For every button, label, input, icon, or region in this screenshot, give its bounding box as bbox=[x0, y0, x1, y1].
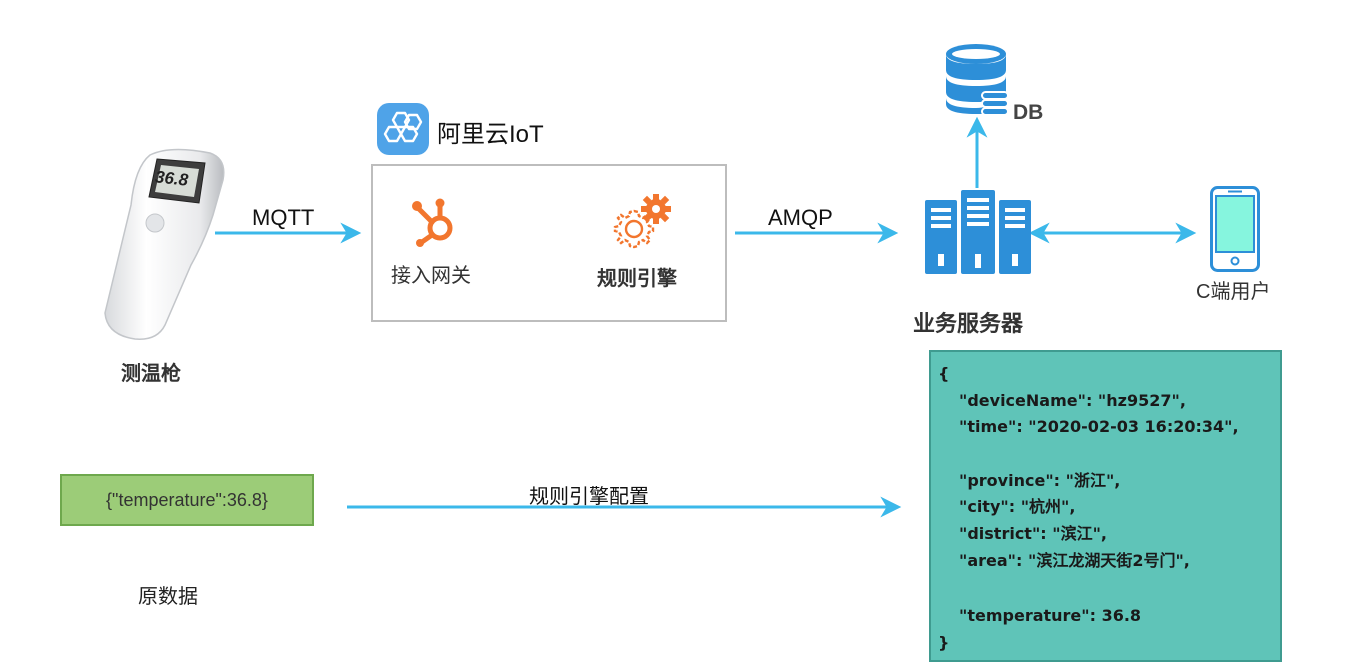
phone-icon bbox=[1210, 186, 1260, 272]
client-label: C端用户 bbox=[1196, 281, 1271, 303]
aliyun-iot-logo bbox=[377, 103, 429, 155]
thermometer-label: 测温枪 bbox=[121, 363, 181, 385]
amqp-label: AMQP bbox=[768, 205, 833, 230]
json-device-name: "deviceName": "hz9527", bbox=[959, 391, 1186, 410]
raw-data-label: 原数据 bbox=[138, 586, 198, 608]
rule-engine-label: 规则引擎 bbox=[597, 268, 677, 290]
json-area: "area": "滨江龙湖天街2号门", bbox=[959, 551, 1190, 570]
json-open-brace: { bbox=[938, 364, 950, 383]
json-city: "city": "杭州", bbox=[959, 497, 1076, 516]
db-label: DB bbox=[1013, 101, 1044, 124]
gears-icon bbox=[613, 194, 671, 249]
json-time: "time": "2020-02-03 16:20:34", bbox=[959, 417, 1239, 436]
thermometer-display: 36.8 bbox=[154, 167, 190, 190]
rule-config-label: 规则引擎配置 bbox=[529, 486, 649, 508]
database-icon bbox=[946, 44, 1009, 116]
aliyun-iot-title: 阿里云IoT bbox=[437, 121, 544, 148]
json-close-brace: } bbox=[938, 633, 950, 652]
json-temperature: "temperature": 36.8 bbox=[959, 606, 1142, 625]
mqtt-label: MQTT bbox=[252, 205, 315, 230]
thermometer-icon bbox=[104, 148, 225, 340]
raw-data-box: {"temperature":36.8} bbox=[60, 474, 314, 526]
server-label: 业务服务器 bbox=[913, 311, 1024, 336]
gateway-label: 接入网关 bbox=[391, 265, 471, 287]
json-province: "province": "浙江", bbox=[959, 471, 1121, 490]
gateway-icon bbox=[412, 198, 453, 247]
aliyun-iot-container bbox=[371, 164, 727, 322]
raw-data-payload: {"temperature":36.8} bbox=[106, 489, 268, 510]
json-district: "district": "滨江", bbox=[959, 524, 1108, 543]
json-output-box: { "deviceName": "hz9527", "time": "2020-… bbox=[929, 350, 1282, 662]
server-icon bbox=[925, 190, 1031, 274]
